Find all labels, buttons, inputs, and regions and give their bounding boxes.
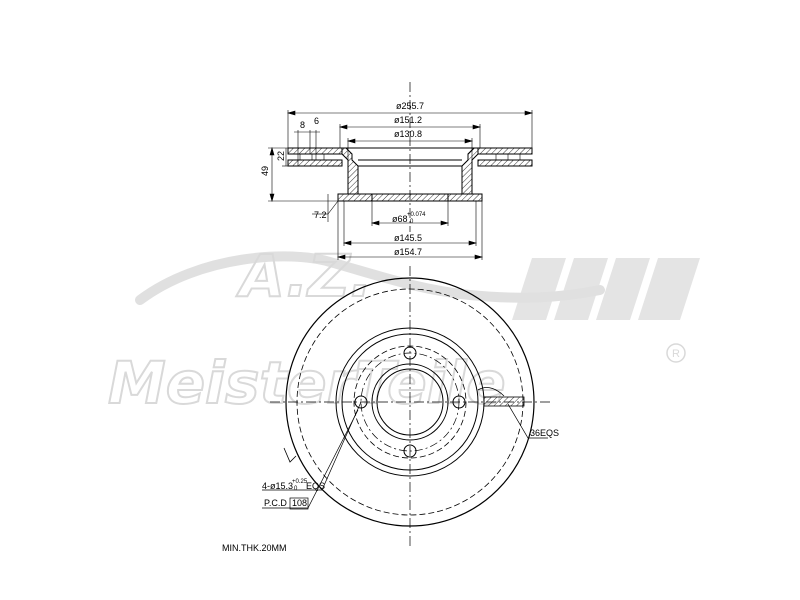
leader-bolt-holes [262, 401, 362, 491]
label-total-height: 49 [260, 166, 270, 176]
note-min-thickness: MIN.THK.20MM [222, 543, 287, 553]
label-pad-width-b: 6 [314, 116, 319, 126]
label-hat-wall: 7.2 [314, 210, 327, 220]
rotation-mark [283, 447, 297, 463]
pcd-circle [360, 352, 460, 452]
section-hat [337, 147, 483, 202]
dim-disc-height [282, 148, 288, 167]
dim-hat-base-diameter [336, 201, 484, 260]
label-center-bore-tol-lower: 0 [410, 219, 414, 225]
dim-hat-wall [312, 194, 339, 222]
label-hat-base-diameter: ø154.7 [394, 247, 422, 257]
watermark-swoosh [135, 251, 605, 305]
disc-outer-edge [285, 277, 535, 527]
dim-outer-diameter [286, 110, 534, 148]
label-vent-count: 36EQS [530, 428, 559, 438]
watermark-monogram: A.Z. [236, 242, 372, 310]
label-hat-bottom-diameter: ø145.5 [394, 233, 422, 243]
dim-hat-top-diameter [338, 124, 482, 148]
registered-mark-letter: R [672, 348, 680, 360]
vent-slot [477, 387, 525, 407]
dim-hat-bottom-diameter [342, 201, 478, 246]
bolt-hole-top [403, 346, 417, 360]
watermark: A.Z. MeisterTeile R [107, 241, 700, 418]
bolt-hole-right [452, 395, 466, 409]
watermark-brand: MeisterTeile [108, 349, 506, 417]
label-pad-width-a: 8 [300, 120, 305, 130]
label-pcd: P.C.D [264, 498, 287, 508]
center-bore-chamfer [376, 368, 444, 436]
label-bolt-tol-upper: +0.25 [292, 479, 308, 485]
label-hat-inner-diameter: ø130.8 [394, 129, 422, 139]
watermark-logo-bars [512, 258, 700, 320]
label-outer-diameter: ø255.7 [396, 101, 424, 111]
dim-total-height [268, 146, 338, 203]
dim-center-bore [370, 201, 450, 226]
front-view: 36EQS 4-ø15.3 +0.25 0 EQS P.C.D 108 [262, 266, 559, 548]
label-center-bore: ø68 [392, 214, 408, 224]
leader-vent [507, 403, 548, 439]
label-bolt-tol-lower: 0 [294, 486, 298, 492]
dim-pad-widths [294, 130, 320, 166]
pcd-value-box [289, 497, 309, 510]
label-disc-height: 22 [276, 151, 286, 161]
bolt-hole-left [354, 395, 368, 409]
bolt-hole-bottom [403, 444, 417, 458]
section-view: ø255.7 ø151.2 ø130.8 ø68 +0.074 [260, 82, 534, 260]
section-disc-right [477, 147, 533, 167]
hat-hidden-edge [353, 345, 467, 459]
hat-inner-edge [341, 333, 479, 471]
label-bolt-eqs: EQS [306, 481, 325, 491]
label-hat-top-diameter: ø151.2 [394, 115, 422, 125]
dim-hat-inner-diameter [346, 138, 474, 160]
label-bolt-holes: 4-ø15.3 [262, 481, 293, 491]
label-pcd-value: 108 [292, 498, 307, 508]
label-center-bore-tol-upper: +0.074 [407, 212, 426, 218]
center-bore [371, 363, 449, 441]
section-disc-left [287, 147, 343, 167]
registered-mark [666, 343, 686, 363]
